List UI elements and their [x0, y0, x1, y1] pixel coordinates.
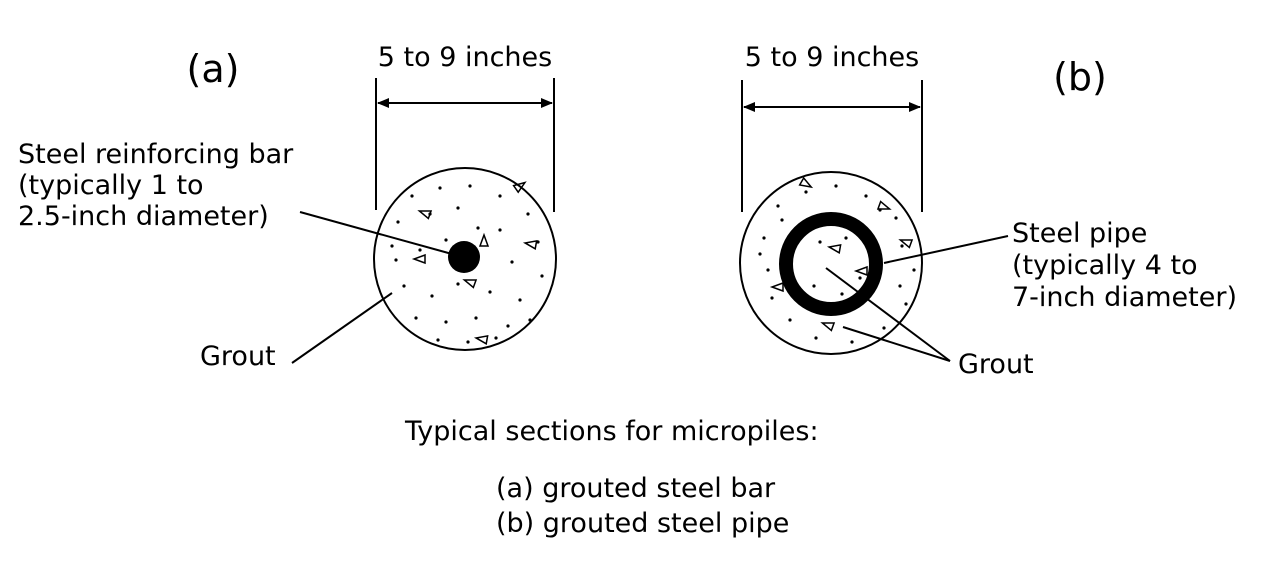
grout-dot — [540, 274, 544, 278]
aggregate-mark — [512, 181, 527, 194]
grout-dot — [788, 318, 792, 322]
grout-dot — [510, 260, 514, 264]
aggregate-mark — [826, 244, 842, 254]
grout-dot — [468, 184, 472, 188]
grout-dot — [864, 194, 868, 198]
grout-dot — [840, 292, 844, 296]
aggregate-mark — [522, 240, 538, 250]
panel-a-dimension-label: 5 to 9 inches — [378, 42, 552, 73]
caption: Typical sections for micropiles: (a) gro… — [404, 416, 819, 539]
grout-dot — [882, 326, 886, 330]
grout-dot — [476, 226, 480, 230]
grout-dot — [498, 194, 502, 198]
panel-a-steel-bar — [448, 241, 480, 273]
panel-a-tag: (a) — [187, 47, 240, 91]
aggregate-mark — [853, 265, 868, 277]
panel-a-bar-label-line2: (typically 1 to — [18, 170, 204, 201]
grout-dot — [814, 336, 818, 340]
aggregate-mark — [876, 200, 892, 210]
panel-b: (b) 5 to 9 inches Steel pipe (typically … — [739, 42, 1237, 380]
grout-dot — [430, 294, 434, 298]
panel-b-grout-leader-outer — [842, 326, 951, 362]
aggregate-mark — [769, 281, 784, 293]
grout-dot — [402, 284, 406, 288]
panel-a-grout-stipple — [390, 184, 544, 344]
panel-b-grout-leader-inner — [825, 267, 951, 362]
panel-a-bar-label-line3: 2.5-inch diameter) — [18, 201, 269, 232]
grout-dot — [390, 244, 394, 248]
grout-dot — [456, 206, 460, 210]
grout-dot — [900, 244, 904, 248]
aggregate-mark — [462, 279, 478, 289]
grout-dot — [526, 212, 530, 216]
grout-dot — [858, 276, 862, 280]
panel-b-pipe-label-line3: 7-inch diameter) — [1012, 282, 1237, 313]
grout-dot — [456, 282, 460, 286]
panel-b-grout-stipple — [758, 184, 916, 344]
aggregate-mark — [478, 232, 490, 247]
panel-b-grout-label: Grout — [958, 349, 1034, 380]
grout-dot — [418, 248, 422, 252]
grout-dot — [762, 236, 766, 240]
grout-dot — [844, 236, 848, 240]
grout-dot — [758, 252, 762, 256]
panel-b-grout-circle — [739, 171, 923, 355]
grout-dot — [466, 340, 470, 344]
grout-dot — [394, 258, 398, 262]
grout-dot — [776, 204, 780, 208]
panel-a: (a) 5 to 9 inches Steel reinforcing bar … — [18, 42, 557, 372]
aggregate-mark — [417, 210, 433, 220]
panel-a-grout-leader — [291, 292, 393, 364]
grout-dot — [894, 216, 898, 220]
grout-dot — [834, 184, 838, 188]
grout-dot — [396, 220, 400, 224]
panel-b-tag: (b) — [1053, 55, 1107, 99]
grout-dot — [494, 336, 498, 340]
panel-b-pipe-label-line2: (typically 4 to — [1012, 250, 1198, 281]
grout-dot — [904, 302, 908, 306]
grout-dot — [474, 316, 478, 320]
aggregate-mark — [473, 335, 489, 345]
grout-dot — [488, 290, 492, 294]
grout-dot — [410, 194, 414, 198]
grout-dot — [506, 324, 510, 328]
panel-b-dimension-label: 5 to 9 inches — [745, 42, 919, 73]
caption-title: Typical sections for micropiles: — [404, 416, 819, 447]
grout-dot — [444, 238, 448, 242]
aggregate-mark — [798, 176, 814, 189]
caption-line-b: (b) grouted steel pipe — [496, 508, 789, 539]
panel-a-aggregate-marks — [411, 181, 538, 345]
grout-dot — [812, 284, 816, 288]
grout-dot — [780, 218, 784, 222]
grout-dot — [498, 228, 502, 232]
panel-a-bar-leader — [299, 211, 453, 255]
grout-dot — [766, 268, 770, 272]
caption-line-a: (a) grouted steel bar — [496, 473, 776, 504]
grout-dot — [898, 284, 902, 288]
panel-b-steel-pipe — [779, 212, 883, 316]
panel-b-pipe-leader — [883, 235, 1009, 264]
grout-dot — [818, 240, 822, 244]
grout-dot — [444, 320, 448, 324]
aggregate-mark — [898, 239, 914, 249]
aggregate-mark — [411, 253, 426, 265]
grout-dot — [518, 298, 522, 302]
grout-dot — [528, 318, 532, 322]
aggregate-mark — [820, 322, 836, 332]
grout-dot — [436, 338, 440, 342]
panel-b-aggregate-marks — [769, 176, 914, 332]
grout-dot — [770, 296, 774, 300]
grout-dot — [850, 340, 854, 344]
grout-dot — [414, 316, 418, 320]
panel-a-bar-label-line1: Steel reinforcing bar — [18, 139, 294, 170]
grout-dot — [912, 268, 916, 272]
panel-a-grout-label: Grout — [200, 341, 276, 372]
grout-dot — [804, 190, 808, 194]
grout-dot — [438, 186, 442, 190]
panel-b-pipe-label-line1: Steel pipe — [1012, 218, 1147, 249]
